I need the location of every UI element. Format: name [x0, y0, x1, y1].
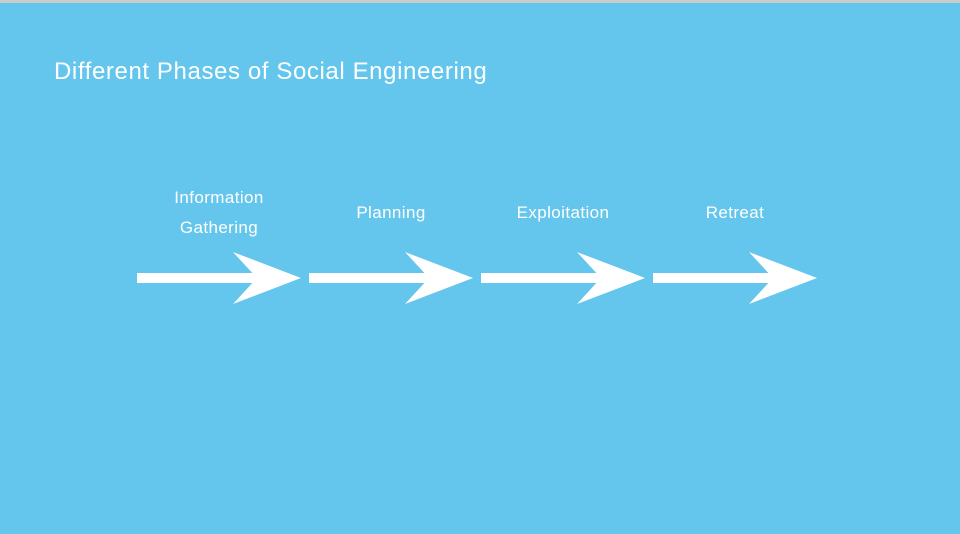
phase-item-information-gathering: Information Gathering: [137, 183, 301, 304]
phase-label-line: Planning: [356, 203, 426, 222]
phase-label: Retreat: [653, 183, 817, 243]
phase-label: Information Gathering: [137, 183, 301, 243]
phase-item-planning: Planning: [309, 183, 473, 304]
phase-item-retreat: Retreat: [653, 183, 817, 304]
right-arrow-icon: [653, 252, 817, 304]
phase-item-exploitation: Exploitation: [481, 183, 645, 304]
phases-flow: Information Gathering Planning Exploitat…: [137, 183, 817, 304]
slide-title: Different Phases of Social Engineering: [54, 58, 488, 85]
phase-label-line: Gathering: [179, 218, 259, 237]
phase-label-line: Information: [174, 188, 264, 207]
right-arrow-icon: [137, 252, 301, 304]
right-arrow-icon: [309, 252, 473, 304]
phase-label-line: Retreat: [705, 203, 765, 222]
phase-label-line: Exploitation: [516, 203, 610, 222]
top-strip: [0, 0, 960, 3]
phase-label: Exploitation: [481, 183, 645, 243]
right-arrow-icon: [481, 252, 645, 304]
phase-label: Planning: [309, 183, 473, 243]
